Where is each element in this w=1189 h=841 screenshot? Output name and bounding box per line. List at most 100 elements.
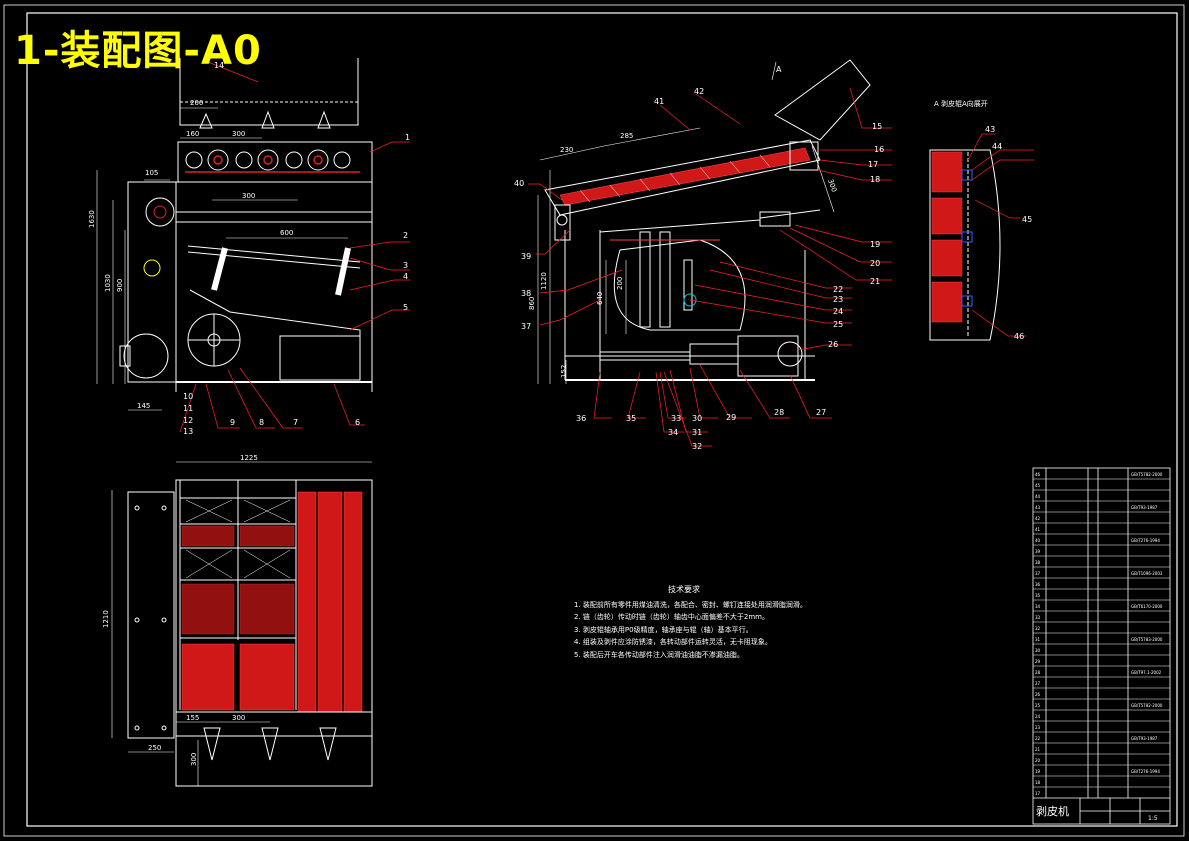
part-37: 37 (521, 322, 531, 331)
side-view-part-numbers: 15 16 17 18 19 20 21 22 23 24 25 26 27 2… (514, 87, 884, 451)
sheet-inner-border (26, 12, 1178, 827)
part-43: 43 (985, 125, 995, 134)
dim-900: 900 (116, 279, 124, 292)
dim-300-side: 300 (826, 178, 838, 193)
part-8: 8 (259, 418, 264, 427)
part-9: 9 (230, 418, 235, 427)
part-31: 31 (692, 428, 702, 437)
front-view-dimensions (96, 107, 348, 411)
dim-105: 105 (145, 169, 158, 177)
part-6: 6 (355, 418, 360, 427)
part-41: 41 (654, 97, 664, 106)
bom-standard-code: GB/T276-1994 (1131, 769, 1160, 774)
dim-1120: 1120 (540, 272, 548, 290)
tech-heading: 技术要求 (668, 585, 700, 594)
part-5: 5 (403, 303, 408, 312)
bom-item-number: 31 (1035, 637, 1041, 642)
part-20: 20 (870, 259, 880, 268)
part-45: 45 (1022, 215, 1032, 224)
top-view-dim-texts: 1225 1210 155 300 250 300 (102, 454, 258, 766)
bom-standard-code: GB/T5782-2000 (1131, 472, 1163, 477)
part-46: 46 (1014, 332, 1024, 341)
bom-table-rows (1033, 478, 1170, 788)
part-39: 39 (521, 252, 531, 261)
part-32: 32 (692, 442, 702, 451)
part-22: 22 (833, 285, 843, 294)
dim-300-vert: 300 (190, 753, 198, 766)
part-30: 30 (692, 414, 702, 423)
part-36: 36 (576, 414, 586, 423)
bom-item-number: 34 (1035, 604, 1041, 609)
dim-152: 152 (560, 365, 568, 378)
bom-standard-code: GB/T97.1-2002 (1131, 670, 1162, 675)
bom-item-number: 32 (1035, 626, 1041, 631)
front-view-leaders (179, 61, 410, 433)
part-25: 25 (833, 320, 843, 329)
part-11: 11 (183, 404, 193, 413)
drawing-title: 1-装配图-A0 (14, 28, 262, 74)
bom-standard-code: GB/T93-1987 (1131, 505, 1158, 510)
a-arrow-label: A (776, 65, 782, 74)
dim-285: 285 (620, 132, 633, 140)
dim-300-bottom: 300 (232, 714, 245, 722)
bom-standard-code: GB/T93-1987 (1131, 736, 1158, 741)
part-14: 14 (214, 61, 224, 70)
part-13: 13 (183, 427, 193, 436)
part-1: 1 (405, 133, 410, 142)
part-12: 12 (183, 416, 193, 425)
bom-item-number: 18 (1035, 780, 1041, 785)
bom-item-number: 36 (1035, 582, 1041, 587)
part-34: 34 (668, 428, 678, 437)
bom-item-number: 37 (1035, 571, 1041, 576)
part-23: 23 (833, 295, 843, 304)
bom-item-number: 23 (1035, 725, 1041, 730)
side-view-leaders (528, 87, 892, 447)
bom-item-number: 45 (1035, 483, 1041, 488)
part-44: 44 (992, 142, 1002, 151)
front-view-dim-texts: 200 160 300 300 600 105 1630 1030 900 14… (88, 99, 293, 410)
dim-1630: 1630 (88, 210, 96, 228)
bom-item-number: 42 (1035, 516, 1041, 521)
bom-item-number: 43 (1035, 505, 1041, 510)
tech-item: 1. 装配前所有零件用煤油清洗，各配合、密封、螺钉连接处用润滑脂润滑。 (574, 600, 807, 609)
bom-item-number: 29 (1035, 659, 1041, 664)
bom-standard-code: GB/T276-1994 (1131, 538, 1160, 543)
bom-item-number: 20 (1035, 758, 1041, 763)
top-view-dimensions (111, 461, 372, 786)
part-18: 18 (870, 175, 880, 184)
bom-item-number: 26 (1035, 692, 1041, 697)
tech-item: 4. 组装及剥件应涂防锈漆，各转动部件运转灵活，无卡阻现象。 (574, 638, 772, 647)
part-28: 28 (774, 408, 784, 417)
sheet-outer-border (3, 4, 1185, 837)
dim-230: 230 (560, 146, 573, 154)
bom-item-number: 35 (1035, 593, 1041, 598)
side-view-dimensions (537, 61, 835, 384)
part-27: 27 (816, 408, 826, 417)
part-29: 29 (726, 413, 736, 422)
front-view-part-numbers: 1 2 3 4 5 6 7 8 9 10 11 12 13 14 (183, 61, 410, 436)
detail-view-a (929, 149, 1001, 341)
dim-600: 600 (280, 229, 293, 237)
bom-item-number: 28 (1035, 670, 1041, 675)
part-7: 7 (293, 418, 298, 427)
dim-200-side: 200 (616, 277, 624, 290)
part-10: 10 (183, 392, 193, 401)
bom-item-number: 38 (1035, 560, 1041, 565)
title-block-name: 剥皮机 (1036, 804, 1069, 818)
part-24: 24 (833, 307, 843, 316)
dim-145: 145 (137, 402, 150, 410)
dim-300-top: 300 (232, 130, 245, 138)
part-17: 17 (868, 160, 878, 169)
bom-standard-code: GB/T5783-2000 (1131, 637, 1163, 642)
part-33: 33 (671, 414, 681, 423)
side-view (544, 59, 871, 381)
bom-item-number: 25 (1035, 703, 1041, 708)
tech-item: 5. 装配后开车各传动部件注入润滑油油脂不渗漏油脂。 (574, 650, 744, 659)
bom-item-number: 41 (1035, 527, 1041, 532)
dim-640: 640 (596, 292, 604, 305)
detail-view-part-numbers: 43 44 45 46 (985, 125, 1032, 341)
dim-160: 160 (186, 130, 199, 138)
part-26: 26 (828, 340, 838, 349)
